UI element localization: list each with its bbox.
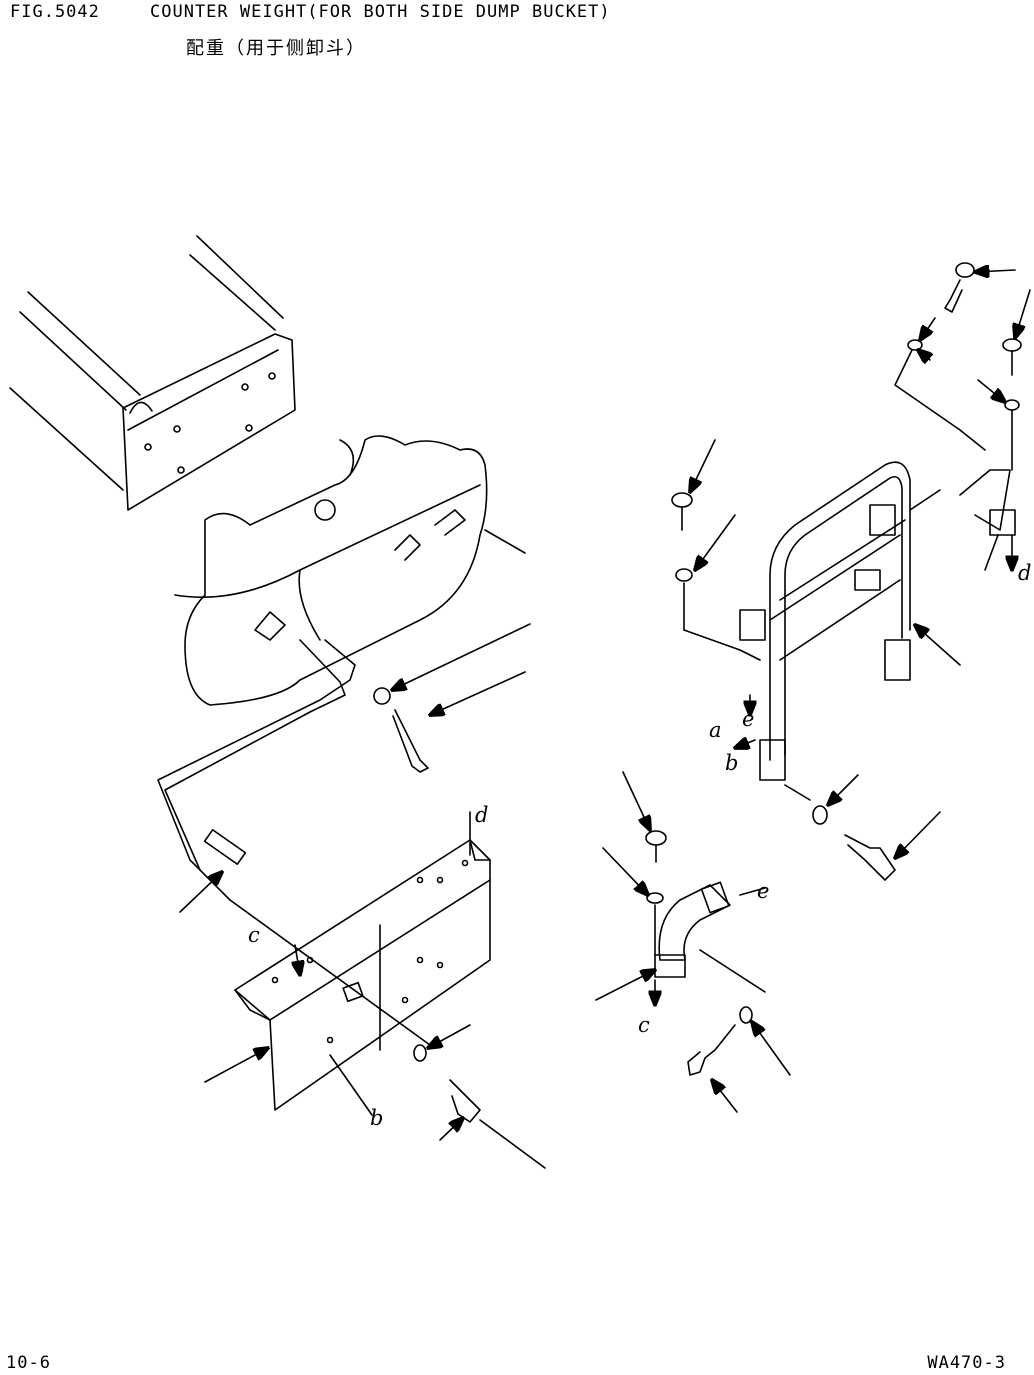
counter-weight-bolt xyxy=(373,623,531,773)
callout-e-lower: e xyxy=(757,879,769,903)
callout-a: a xyxy=(709,718,722,742)
callout-d-left: d xyxy=(475,803,488,827)
bracket-bolt xyxy=(413,1024,546,1169)
model-number: WA470-3 xyxy=(927,1353,1006,1373)
leader-lines xyxy=(157,639,431,1046)
page-number: 10-6 xyxy=(6,1353,51,1373)
handrail xyxy=(739,461,1016,781)
mounting-bracket xyxy=(179,811,491,1116)
figure-title: COUNTER WEIGHT(FOR BOTH SIDE DUMP BUCKET… xyxy=(150,2,611,22)
figure-title-chinese: 配重（用于侧卸斗） xyxy=(186,38,366,59)
callout-b: b xyxy=(725,751,738,775)
callout-d-right: d xyxy=(1018,561,1031,585)
handrail-bolts xyxy=(671,262,1031,881)
callout-c-left: c xyxy=(248,923,260,947)
small-bracket xyxy=(595,771,791,1113)
callout-e: e xyxy=(742,707,754,731)
rear-frame xyxy=(9,235,296,511)
figure-number: FIG.5042 xyxy=(10,2,100,22)
counter-weight xyxy=(174,435,526,706)
callout-b-left: b xyxy=(370,1106,383,1130)
callout-c-lower: c xyxy=(638,1013,650,1037)
